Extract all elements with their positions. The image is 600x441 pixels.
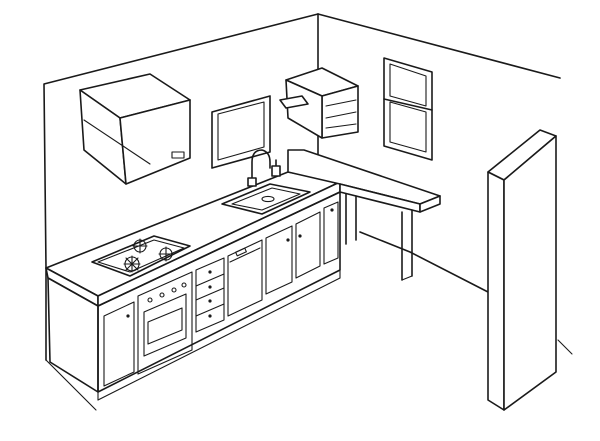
cabinet-door-left	[103, 301, 135, 387]
oven-knobs	[147, 282, 187, 303]
burner-back	[132, 238, 148, 254]
burner-front	[123, 255, 141, 273]
window-left	[211, 95, 271, 169]
cabinet-door-sink-right	[295, 211, 321, 279]
gas-stove	[91, 235, 191, 277]
sink	[221, 183, 311, 215]
burner-right	[158, 246, 174, 262]
corner-shelf	[279, 67, 359, 139]
base-cabinets	[47, 191, 341, 401]
soap-dispenser	[271, 165, 281, 177]
sink-drain	[261, 195, 275, 203]
cabinet-door-end	[323, 201, 339, 265]
hood-control-panel	[171, 151, 185, 159]
range-hood	[79, 73, 191, 185]
cabinet-door-sink-left	[265, 225, 293, 295]
countertop	[45, 149, 441, 307]
oven	[137, 271, 193, 375]
shelf-ledge	[279, 95, 309, 109]
faucet	[247, 149, 281, 187]
dishwasher	[227, 239, 263, 317]
partition-wall	[487, 129, 557, 411]
room-walls	[43, 13, 573, 411]
bar-table	[345, 193, 413, 281]
drawer-unit	[195, 257, 225, 333]
window-right	[383, 57, 433, 161]
